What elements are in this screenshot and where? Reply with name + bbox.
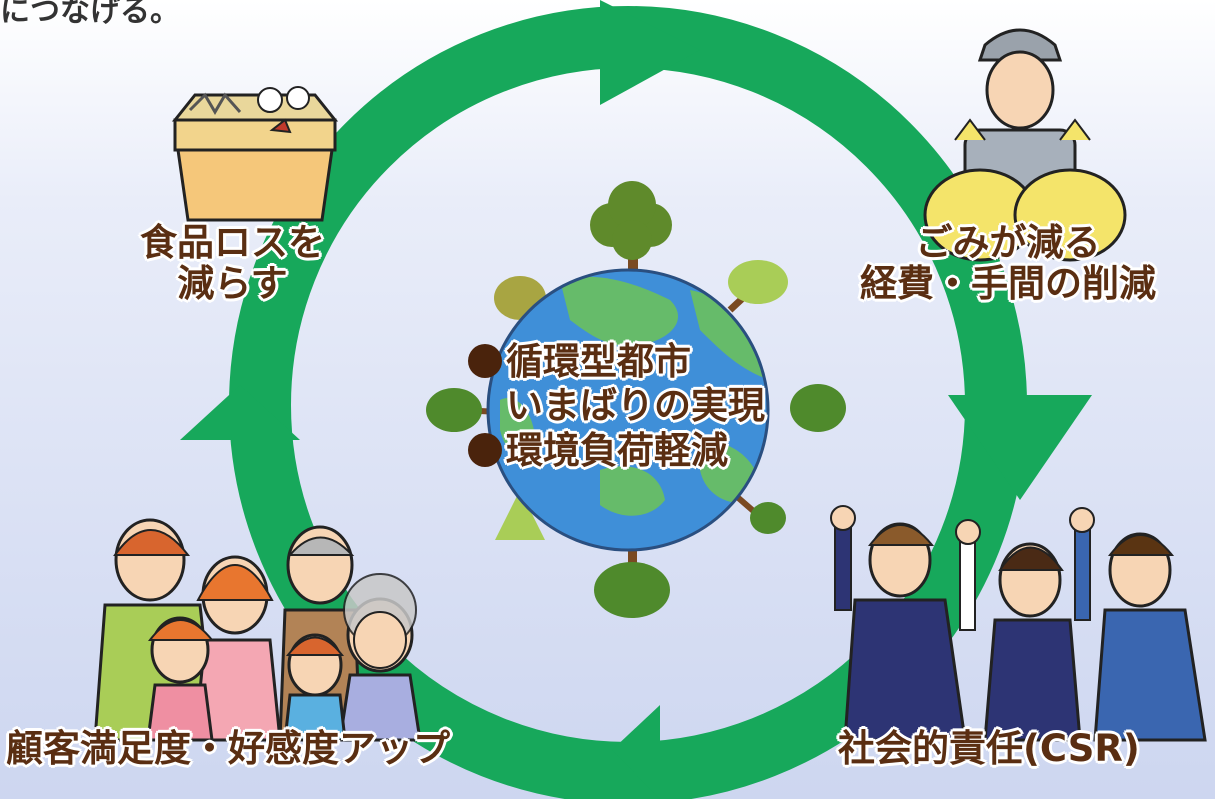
tree-upper-right: [727, 260, 788, 313]
family-illustration: [93, 518, 422, 742]
label-csr: 社会的責任(CSR): [838, 727, 1140, 770]
worker-with-garbage-bags-illustration: [923, 28, 1127, 262]
label-food-loss: 食品ロスを 減らす: [140, 222, 325, 305]
label-waste-line2: 経費・手間の削減: [860, 262, 1156, 306]
earth-globe: [486, 268, 770, 552]
bullet-1: [468, 344, 502, 378]
label-waste-reduction: ごみが減る 経費・手間の削減: [860, 222, 1156, 305]
tree-bottom: [594, 545, 670, 618]
label-food-loss-line1: 食品ロスを: [140, 221, 325, 264]
arrow-head-left: [180, 385, 300, 440]
business-people-illustration: [830, 505, 1207, 742]
arrow-head-top: [600, 0, 700, 105]
food-container-illustration: [171, 86, 339, 222]
arrow-head-bottom: [612, 705, 660, 799]
center-line-1: 循環型都市: [506, 340, 691, 383]
label-customer-satisfaction: 顧客満足度・好感度アップ: [6, 727, 450, 770]
top-text-fragment: につなげる。: [0, 0, 180, 29]
center-text: 循環型都市 いまばりの実現 環境負荷軽減: [468, 340, 765, 473]
tree-top: [590, 181, 672, 280]
tree-right: [790, 384, 846, 432]
tree-lower-right: [733, 492, 786, 534]
label-waste-line1: ごみが減る: [915, 221, 1101, 264]
center-line-2: いまばりの実現: [506, 384, 765, 428]
bullet-2: [468, 432, 502, 467]
arrow-head-right: [948, 395, 1092, 500]
label-food-loss-line2: 減らす: [177, 262, 288, 306]
center-line-3: 環境負荷軽減: [506, 428, 728, 472]
